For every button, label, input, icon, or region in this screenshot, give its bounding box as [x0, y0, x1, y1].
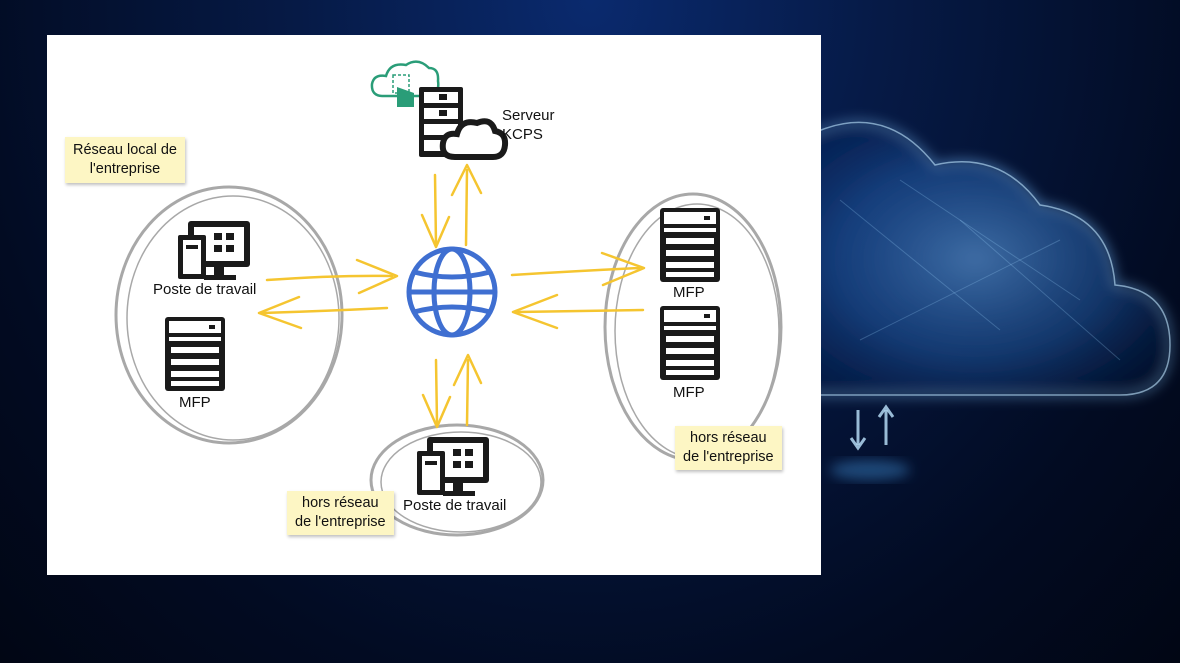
workstation-label: Poste de travail	[403, 497, 507, 514]
server-label-line1: Serveur	[502, 107, 555, 124]
external-mfp-note-line2: de l'entreprise	[683, 449, 774, 465]
local-network-note-line1: Réseau local de	[73, 142, 177, 158]
external-mfp-note-line1: hors réseau	[690, 430, 767, 446]
server-icon	[419, 87, 509, 160]
connection-arrows	[257, 163, 646, 429]
local-network-note-line2: l'entreprise	[89, 161, 161, 177]
mfp-printer-icon	[660, 306, 720, 380]
workstation-icon	[417, 437, 489, 496]
mfp-label: MFP	[673, 384, 705, 401]
mfp-label: MFP	[179, 394, 211, 411]
external-mfp-note: hors réseau de l'entreprise	[675, 426, 782, 470]
workstation-icon	[178, 221, 250, 280]
local-network-note: Réseau local de l'entreprise	[65, 137, 185, 183]
mfp-printer-icon	[660, 208, 720, 282]
globe-icon	[406, 246, 498, 338]
external-workstation-ellipse	[369, 423, 545, 537]
external-workstation-note-line1: hors réseau	[302, 495, 379, 511]
mfp-label: MFP	[673, 284, 705, 301]
local-network-ellipse	[114, 185, 344, 445]
network-diagram-panel: Serveur KCPS Réseau local de l'entrepris…	[47, 35, 821, 575]
external-workstation-note-line2: de l'entreprise	[295, 514, 386, 530]
workstation-label: Poste de travail	[153, 281, 257, 298]
external-workstation-note: hors réseau de l'entreprise	[287, 491, 394, 535]
mfp-printer-icon	[165, 317, 225, 391]
server-label-line2: KCPS	[502, 126, 543, 143]
network-diagram	[114, 60, 783, 537]
